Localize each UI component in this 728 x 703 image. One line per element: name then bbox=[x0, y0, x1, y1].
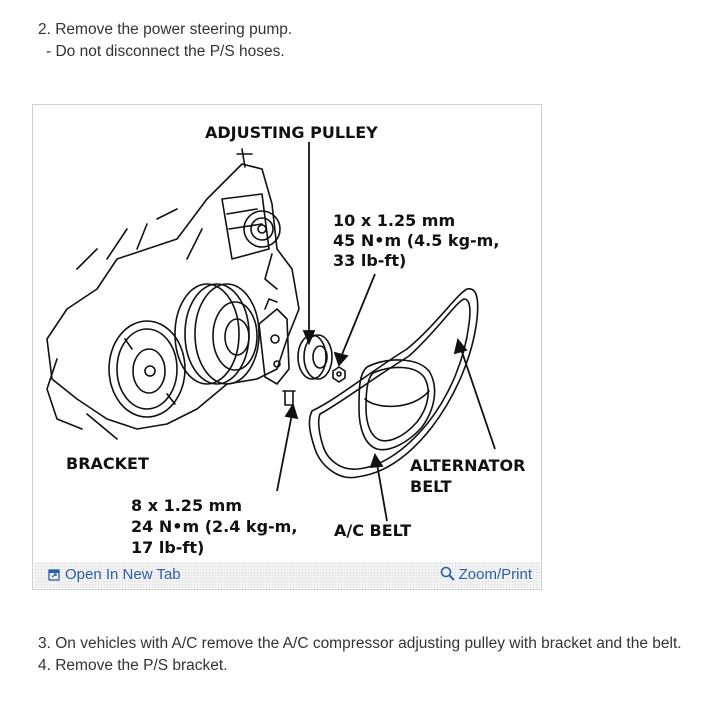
zoom-print-link[interactable]: Zoom/Print bbox=[440, 566, 532, 583]
open-in-new-tab-label: Open In New Tab bbox=[65, 566, 181, 583]
label-bolt-top-torque-1: 45 N•m (4.5 kg-m, bbox=[333, 231, 499, 250]
step-2-note: - Do not disconnect the P/S hoses. bbox=[46, 43, 285, 60]
label-bolt-bottom-torque-2: 17 lb-ft) bbox=[131, 538, 204, 557]
label-ac-belt: A/C BELT bbox=[334, 521, 411, 540]
label-bolt-bottom-size: 8 x 1.25 mm bbox=[131, 496, 242, 515]
open-in-new-tab-link[interactable]: Open In New Tab bbox=[48, 566, 181, 583]
open-in-new-tab-icon bbox=[48, 569, 60, 581]
magnifier-icon bbox=[440, 566, 455, 581]
figure-container: ADJUSTING PULLEY 10 x 1.25 mm 45 N•m (4.… bbox=[32, 104, 542, 590]
label-alternator-belt-2: BELT bbox=[410, 477, 452, 496]
label-bracket: BRACKET bbox=[66, 454, 149, 473]
label-bolt-top-size: 10 x 1.25 mm bbox=[333, 211, 455, 230]
zoom-print-label: Zoom/Print bbox=[458, 566, 532, 583]
step-4-text: 4. Remove the P/S bracket. bbox=[38, 657, 228, 674]
label-bolt-bottom-torque-1: 24 N•m (2.4 kg-m, bbox=[131, 517, 297, 536]
label-alternator-belt-1: ALTERNATOR bbox=[410, 456, 525, 475]
label-bolt-top-torque-2: 33 lb-ft) bbox=[333, 251, 406, 270]
engine-diagram-drawing: ADJUSTING PULLEY 10 x 1.25 mm 45 N•m (4.… bbox=[46, 123, 525, 557]
figure-footer: Open In New Tab Zoom/Print bbox=[34, 562, 540, 588]
engine-diagram: ADJUSTING PULLEY 10 x 1.25 mm 45 N•m (4.… bbox=[37, 109, 537, 563]
label-adjusting-pulley: ADJUSTING PULLEY bbox=[205, 123, 378, 142]
step-3-text: 3. On vehicles with A/C remove the A/C c… bbox=[38, 635, 682, 652]
step-2-text: 2. Remove the power steering pump. bbox=[38, 21, 293, 38]
